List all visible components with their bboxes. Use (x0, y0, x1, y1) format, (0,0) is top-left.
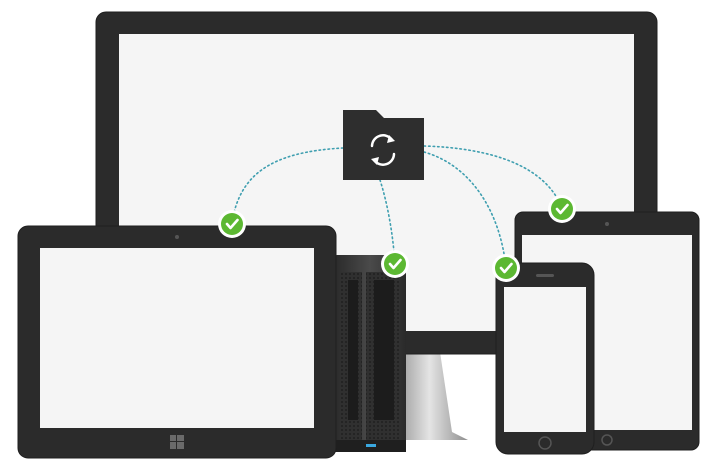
check-icon (548, 195, 576, 223)
nas-device (334, 255, 406, 452)
connection-line-windows-tablet (231, 147, 344, 223)
smartphone-home-button (538, 436, 552, 450)
connection-line-smartphone (423, 151, 507, 269)
sync-folder-icon (343, 110, 424, 180)
check-icon (492, 254, 520, 282)
check-icon (218, 210, 246, 238)
check-icon (381, 250, 409, 278)
smartphone-screen (504, 287, 586, 432)
tablet-right-home-button (601, 434, 613, 446)
nas-status-led (366, 444, 376, 447)
windows-logo-icon (170, 435, 184, 449)
windows-tablet-screen (40, 248, 314, 428)
windows-tablet (17, 225, 337, 459)
monitor-stand (398, 352, 468, 440)
smartphone (495, 262, 595, 455)
connection-line-tablet-right (423, 145, 563, 209)
